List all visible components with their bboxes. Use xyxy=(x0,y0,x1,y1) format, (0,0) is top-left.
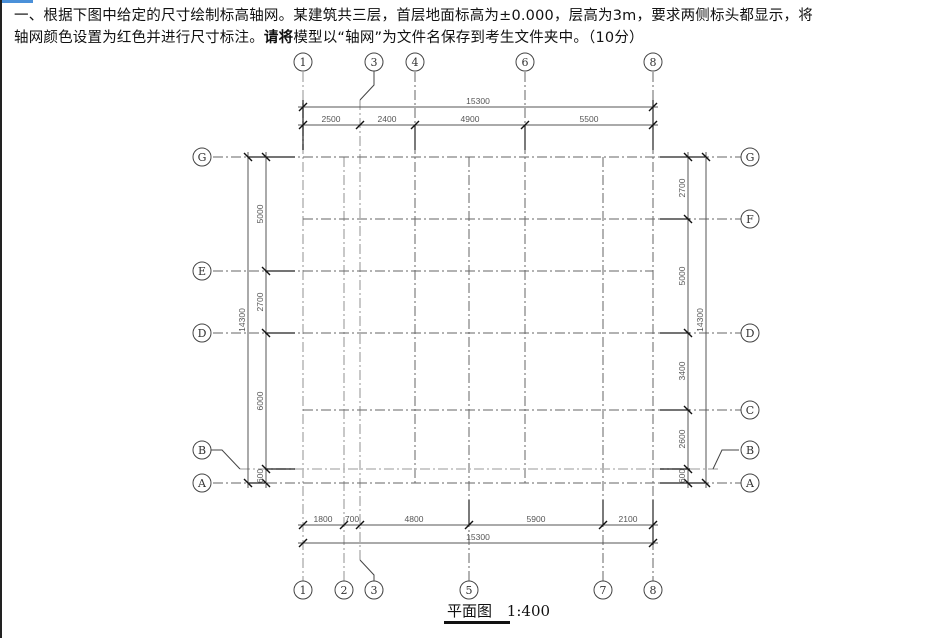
axis-bubble-top-1: 1 xyxy=(300,56,307,69)
top-dim-1: 2500 xyxy=(322,114,341,124)
axis-bubble-right-G: G xyxy=(746,151,755,164)
bottom-dim-1: 1800 xyxy=(314,514,333,524)
left-border xyxy=(0,0,2,638)
top-dim-4: 5500 xyxy=(580,114,599,124)
horizontal-gridlines xyxy=(213,156,745,484)
bottom-dimensions: 1800 700 4800 5900 2100 15300 xyxy=(298,514,658,548)
left-dim-4: 600 xyxy=(255,469,265,483)
right-dim-3: 3400 xyxy=(677,361,687,380)
axis-bubble-bottom-3: 3 xyxy=(371,584,378,597)
bottom-total-dim: 15300 xyxy=(466,532,490,542)
top-dim-2: 2400 xyxy=(378,114,397,124)
right-dim-1: 2700 xyxy=(677,178,687,197)
axis-bubble-left-G: G xyxy=(198,151,207,164)
leader-lines xyxy=(211,70,739,582)
top-axis-bubbles: 1 3 4 6 8 xyxy=(293,52,663,72)
extension-stubs xyxy=(265,100,705,545)
axis-bubble-right-B: B xyxy=(746,444,754,457)
axis-bubble-left-E: E xyxy=(198,265,206,278)
axis-bubble-right-C: C xyxy=(746,404,754,417)
top-accent-bar xyxy=(0,0,33,3)
axis-bubble-bottom-2: 2 xyxy=(341,584,348,597)
axis-bubble-top-4: 4 xyxy=(412,56,419,69)
axis-bubble-left-B: B xyxy=(198,444,206,457)
question-line-1: 一、根据下图中给定的尺寸绘制标高轴网。某建筑共三层，首层地面标高为±0.000，… xyxy=(14,8,813,24)
axis-bubble-right-A: A xyxy=(745,477,755,490)
bottom-dim-5: 2100 xyxy=(619,514,638,524)
left-dimensions: 14300 5000 2700 6000 600 xyxy=(237,152,295,488)
right-axis-bubbles: G F D C B A xyxy=(740,147,760,493)
bottom-dim-3: 4800 xyxy=(405,514,424,524)
right-dim-5: 600 xyxy=(677,469,687,483)
top-total-dim: 15300 xyxy=(466,96,490,106)
axis-bubble-right-F: F xyxy=(746,213,754,226)
axis-bubble-top-3: 3 xyxy=(371,56,378,69)
axis-bubble-bottom-1: 1 xyxy=(300,584,307,597)
right-dimensions: 14300 2700 5000 3400 2600 600 xyxy=(677,152,711,488)
caption-title: 平面图 xyxy=(447,602,493,620)
bottom-axis-bubbles: 1 2 3 5 7 8 xyxy=(293,580,663,600)
axis-bubble-bottom-7: 7 xyxy=(600,584,607,597)
axis-bubble-bottom-5: 5 xyxy=(466,584,473,597)
drawing-caption: 平面图 1:400 xyxy=(447,600,550,621)
right-dim-4: 2600 xyxy=(677,429,687,448)
axis-bubble-top-8: 8 xyxy=(650,56,657,69)
bottom-dim-2: 700 xyxy=(345,514,359,524)
axis-bubble-left-A: A xyxy=(197,477,207,490)
axis-bubble-top-6: 6 xyxy=(522,56,529,69)
left-total-dim: 14300 xyxy=(237,308,247,332)
question-line-2: 轴网颜色设置为红色并进行尺寸标注。请将模型以“轴网”为文件名保存到考生文件夹中。… xyxy=(14,30,644,46)
right-total-dim: 14300 xyxy=(695,308,705,332)
top-dimensions: 15300 2500 2400 4900 5500 xyxy=(298,96,658,130)
bottom-dim-4: 5900 xyxy=(527,514,546,524)
top-dim-3: 4900 xyxy=(461,114,480,124)
left-dim-3: 6000 xyxy=(255,391,265,410)
left-axis-bubbles: G E D B A xyxy=(192,147,212,493)
axis-bubble-left-D: D xyxy=(198,327,207,340)
caption-underline xyxy=(444,621,510,624)
axis-bubble-right-D: D xyxy=(746,327,755,340)
question-text: 一、根据下图中给定的尺寸绘制标高轴网。某建筑共三层，首层地面标高为±0.000，… xyxy=(14,5,919,49)
axis-bubble-bottom-8: 8 xyxy=(650,584,657,597)
caption-scale: 1:400 xyxy=(506,602,551,620)
vertical-gridlines xyxy=(302,72,654,582)
left-dim-2: 2700 xyxy=(255,292,265,311)
right-dim-2: 5000 xyxy=(677,266,687,285)
left-dim-1: 5000 xyxy=(255,204,265,223)
